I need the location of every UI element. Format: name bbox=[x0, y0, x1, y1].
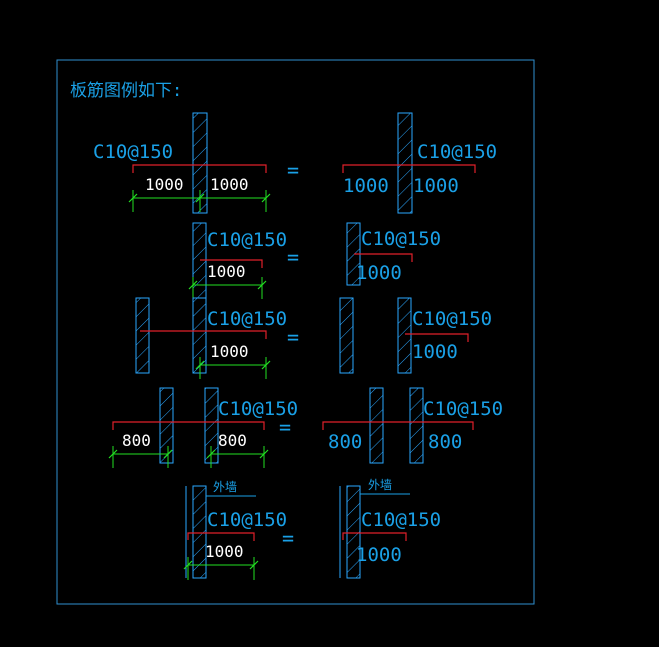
rebar-label: C10@150 bbox=[218, 398, 298, 420]
dimension-value: 800 bbox=[428, 431, 462, 453]
row-5: 外墙 C10@150 1000 = 外墙 C10@150 1000 bbox=[183, 478, 441, 580]
legend-title: 板筋图例如下: bbox=[70, 81, 182, 101]
dimension-value: 800 bbox=[122, 431, 151, 450]
dimension-value: 1000 bbox=[207, 262, 246, 281]
rebar-line bbox=[112, 421, 265, 430]
dimension-value: 1000 bbox=[205, 542, 244, 561]
rebar-label: C10@150 bbox=[417, 141, 497, 163]
dimension-value: 1000 bbox=[356, 262, 402, 284]
rebar-line bbox=[354, 253, 413, 262]
dimension-value: 1000 bbox=[412, 341, 458, 363]
dimension-value: 1000 bbox=[210, 342, 249, 361]
dimension-value: 1000 bbox=[343, 175, 389, 197]
rebar-line bbox=[342, 532, 407, 541]
rebar-label: C10@150 bbox=[207, 308, 287, 330]
row-4: C10@150 800 800 = C10@150 800 800 bbox=[108, 387, 503, 468]
dimension-slash bbox=[261, 193, 271, 203]
wall bbox=[135, 297, 150, 374]
rebar-line bbox=[405, 333, 469, 342]
dimension-value: 1000 bbox=[356, 544, 402, 566]
dimension-slash bbox=[257, 280, 267, 290]
dimension-slash bbox=[195, 360, 205, 370]
rebar-label: C10@150 bbox=[93, 141, 173, 163]
dimension-value: 800 bbox=[328, 431, 362, 453]
dimension-slash bbox=[206, 449, 216, 459]
rebar-label: C10@150 bbox=[207, 509, 287, 531]
rebar-line bbox=[187, 532, 255, 541]
row-1: C10@150 1000 1000 = C10@150 1000 1000 bbox=[93, 112, 497, 214]
rebar-line bbox=[322, 421, 474, 430]
equals-sign: = bbox=[287, 245, 299, 269]
dimension-slash bbox=[249, 560, 259, 570]
wall bbox=[409, 387, 424, 464]
row-3: C10@150 1000 = C10@150 1000 bbox=[135, 297, 492, 379]
rebar-line bbox=[200, 259, 263, 268]
dimension-value: 800 bbox=[218, 431, 247, 450]
dimension-slash bbox=[259, 449, 269, 459]
dimension-slash bbox=[108, 449, 118, 459]
wall-label: 外墙 bbox=[368, 478, 392, 492]
equals-sign: = bbox=[279, 415, 291, 439]
row-2: C10@150 1000 = C10@150 1000 bbox=[188, 222, 441, 299]
wall bbox=[192, 112, 208, 214]
rebar-line bbox=[132, 164, 267, 173]
wall bbox=[397, 297, 412, 374]
equals-sign: = bbox=[282, 526, 294, 550]
wall bbox=[192, 485, 207, 579]
wall-label: 外墙 bbox=[213, 480, 237, 494]
dimension-value: 1000 bbox=[210, 175, 249, 194]
wall bbox=[339, 297, 354, 374]
rebar-label: C10@150 bbox=[412, 308, 492, 330]
equals-sign: = bbox=[287, 158, 299, 182]
dimension-slash bbox=[163, 449, 173, 459]
rebar-label: C10@150 bbox=[361, 509, 441, 531]
legend-frame bbox=[56, 59, 535, 605]
rebar-label: C10@150 bbox=[361, 228, 441, 250]
dimension-value: 1000 bbox=[145, 175, 184, 194]
wall bbox=[397, 112, 413, 214]
equals-sign: = bbox=[287, 325, 299, 349]
wall bbox=[369, 387, 384, 464]
rebar-label: C10@150 bbox=[423, 398, 503, 420]
wall bbox=[346, 485, 361, 579]
rebar-line bbox=[342, 164, 476, 173]
dimension-slash bbox=[188, 280, 198, 290]
dimension-slash bbox=[183, 560, 193, 570]
dimension-slash bbox=[195, 193, 205, 203]
dimension-value: 1000 bbox=[413, 175, 459, 197]
rebar-line bbox=[140, 330, 267, 339]
rebar-label: C10@150 bbox=[207, 229, 287, 251]
wall bbox=[159, 387, 174, 464]
dimension-slash bbox=[261, 360, 271, 370]
dimension-slash bbox=[128, 193, 138, 203]
